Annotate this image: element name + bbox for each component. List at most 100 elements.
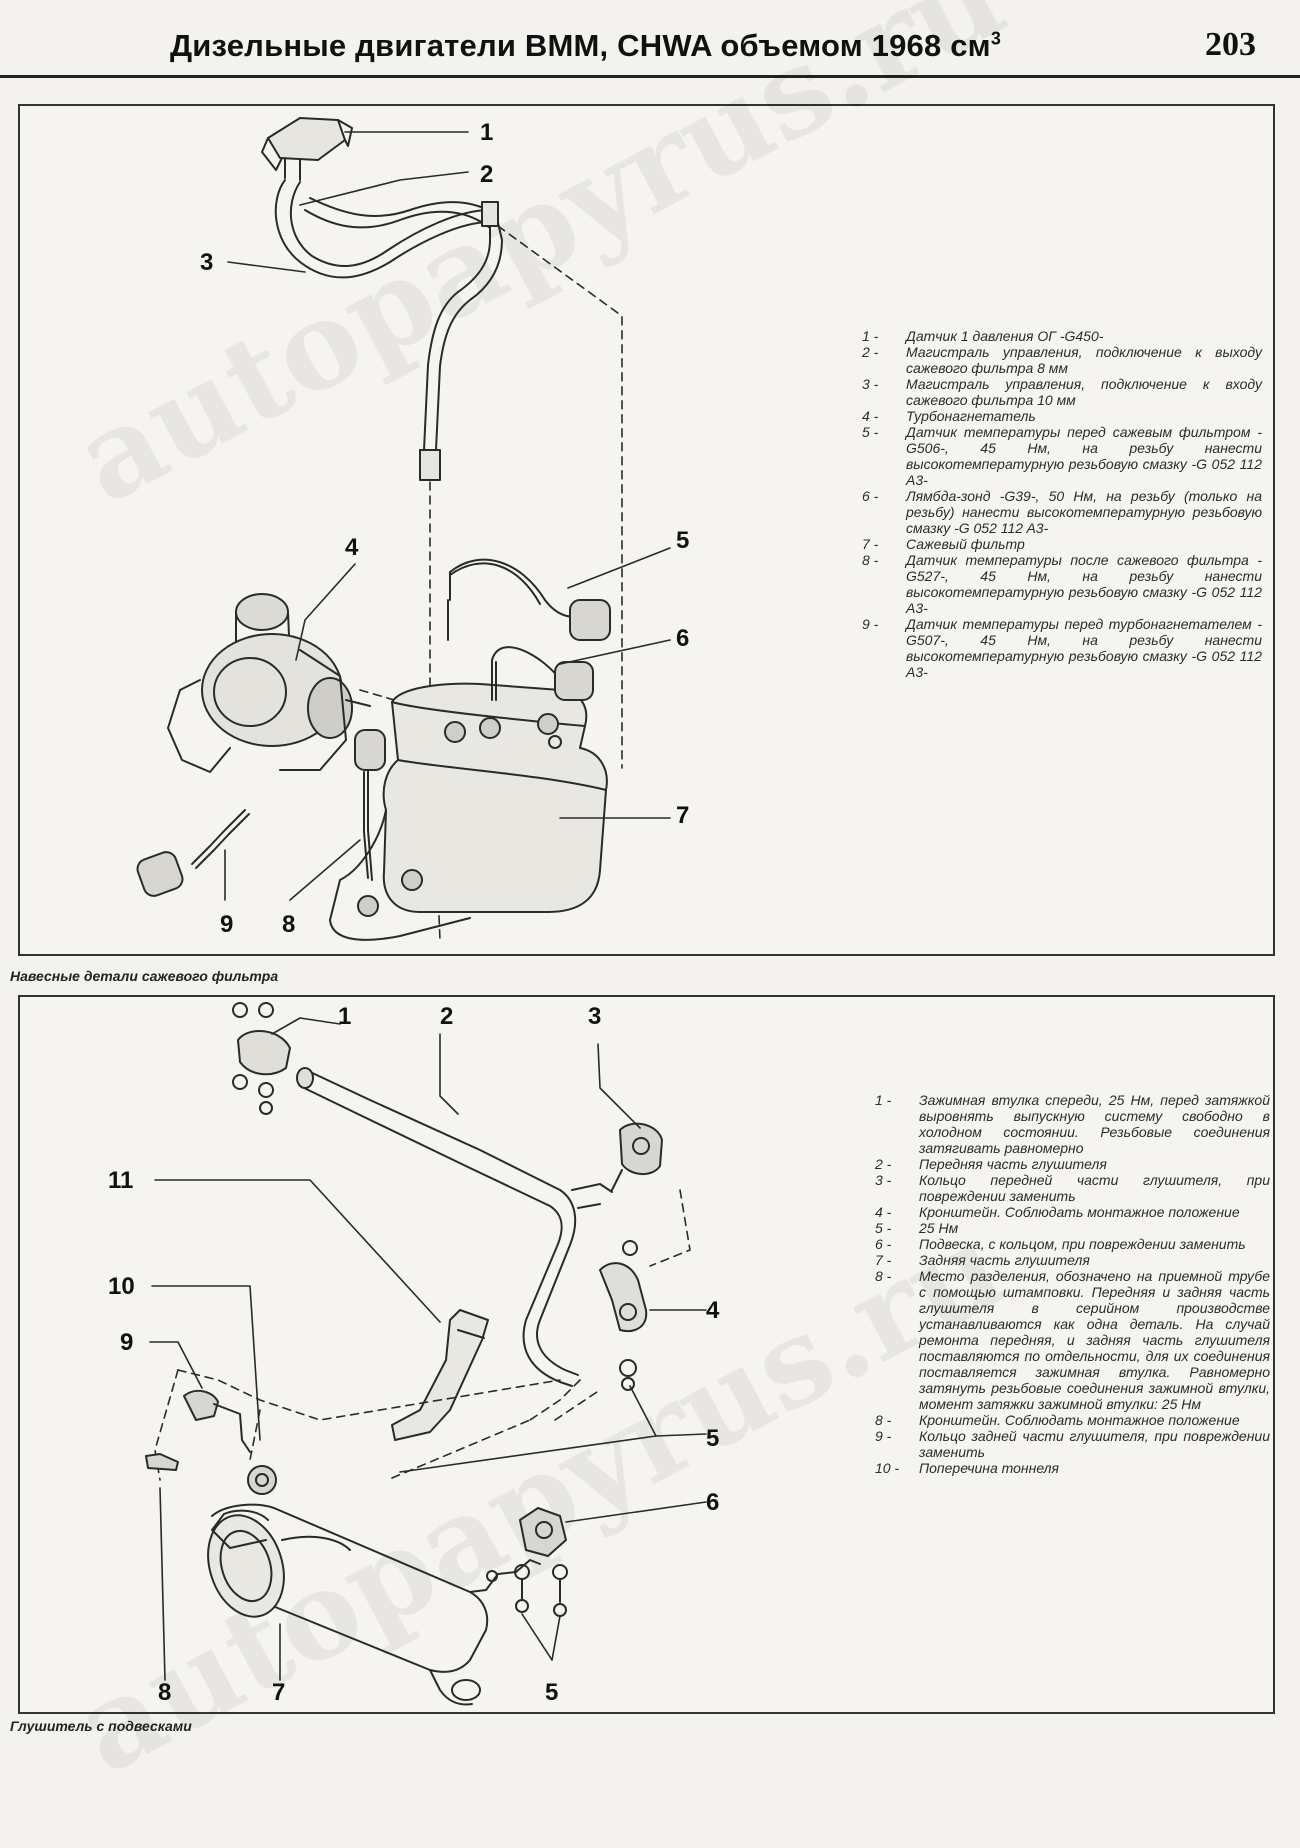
- legend-item-text: Зажимная втулка спереди, 25 Нм, перед за…: [919, 1092, 1270, 1156]
- legend-item-number: 2 -: [862, 344, 879, 360]
- callouts-bottom: 1 2 3 4 5 5 6 7 8 9 10 11: [108, 1003, 720, 1706]
- legend-item-text: Место разделения, обозначено на приемной…: [919, 1268, 1270, 1412]
- soot-filter-legend: 1 - Датчик 1 давления ОГ -G450- 2 - Магистр…: [862, 328, 1262, 680]
- callout-top-7: 7: [676, 802, 689, 829]
- callout-bottom-3: 3: [588, 1003, 601, 1030]
- callout-bottom-7: 7: [272, 1679, 285, 1706]
- temperature-sensor-g506-drawing: [447, 558, 611, 641]
- legend-item-text: Магистраль управления, подключение к вых…: [906, 344, 1262, 376]
- legend-item: 6 -Лямбда-зонд -G39-, 50 Нм, на резьбу (…: [862, 488, 1262, 536]
- legend-item: 4 - Кронштейн. Соблюдать монтажное положе…: [875, 1204, 1270, 1220]
- exhaust-pressure-sensor-drawing: [261, 117, 353, 181]
- legend-item-number: 8 -: [875, 1268, 892, 1284]
- legend-item-number: 6 -: [862, 488, 879, 504]
- callout-top-9: 9: [220, 911, 233, 938]
- soot-filter-drawing: [329, 682, 608, 941]
- legend-item-text: 25 Нм: [919, 1220, 959, 1236]
- legend-item-number: 1 -: [862, 328, 879, 344]
- legend-item: 7 - Задняя часть глушителя: [875, 1252, 1270, 1268]
- legend-item-text: Поперечина тоннеля: [919, 1460, 1060, 1476]
- legend-item: 3 - Кольцо передней части глушителя, при …: [875, 1172, 1270, 1204]
- callout-top-4: 4: [345, 534, 359, 561]
- dashed-guide-lines-bottom: [154, 1189, 691, 1481]
- legend-item-number: 3 -: [875, 1172, 892, 1188]
- callouts-top: 1 2 3 4 5 6 7 8 9: [200, 119, 689, 938]
- legend-item-text: Кронштейн. Соблюдать монтажное положение: [919, 1412, 1240, 1428]
- legend-item-text: Датчик температуры перед турбонагнетател…: [906, 616, 1262, 680]
- legend-item-number: 1 -: [875, 1092, 892, 1108]
- legend-item-number: 3 -: [862, 376, 879, 392]
- leader-lines-top: [224, 131, 671, 901]
- callout-top-2: 2: [480, 161, 493, 188]
- front-muffler-ring-drawing: [611, 1122, 663, 1191]
- legend-item-text: Кронштейн. Соблюдать монтажное положение: [919, 1204, 1240, 1220]
- callout-bottom-6: 6: [706, 1489, 719, 1516]
- turbocharger-drawing: [167, 593, 371, 773]
- callout-bottom-2: 2: [440, 1003, 453, 1030]
- rear-ring-9-drawing: [183, 1389, 251, 1453]
- legend-item: 10 -Поперечина тоннеля: [875, 1460, 1270, 1476]
- soot-filter-diagram-panel: [18, 104, 1275, 956]
- header-rule: [0, 75, 1300, 78]
- lambda-probe-drawing: [491, 646, 594, 701]
- legend-item-text: Сажевый фильтр: [906, 536, 1025, 552]
- muffler-caption: Глушитель с подвесками: [10, 1718, 192, 1734]
- callout-bottom-5b: 5: [545, 1679, 558, 1706]
- legend-item: 7 - Сажевый фильтр: [862, 536, 1262, 552]
- callout-bottom-10: 10: [108, 1273, 135, 1300]
- page-header-title: Дизельные двигатели BMM, CHWA объемом 19…: [170, 28, 1001, 64]
- legend-item-text: Датчик 1 давления ОГ -G450-: [906, 328, 1104, 344]
- temperature-sensor-g507-drawing: [136, 809, 250, 897]
- header-title-text: Дизельные двигатели BMM, CHWA объемом 19…: [170, 28, 991, 63]
- legend-item-number: 7 -: [862, 536, 879, 552]
- legend-item-number: 9 -: [862, 616, 879, 632]
- legend-item: 2 - Магистраль управления, подключение к …: [862, 344, 1262, 376]
- legend-item: 8 - Датчик температуры после сажевого фил…: [862, 552, 1262, 616]
- legend-item: 5 - 25 Нм: [875, 1220, 1270, 1236]
- legend-item-text: Кольцо передней части глушителя, при пов…: [919, 1172, 1270, 1204]
- separation-point-drawing: [145, 1453, 179, 1471]
- page-number: 203: [1205, 26, 1256, 63]
- legend-item: 5 -Датчик температуры перед сажевым филь…: [862, 424, 1262, 488]
- legend-item-number: 9 -: [875, 1428, 892, 1444]
- legend-item-text: Датчик температуры после сажевого фильтр…: [906, 552, 1262, 616]
- callout-bottom-8: 8: [158, 1679, 171, 1706]
- callout-bottom-1: 1: [338, 1003, 351, 1030]
- legend-item-number: 6 -: [875, 1236, 892, 1252]
- callout-bottom-5a: 5: [706, 1425, 719, 1452]
- legend-item: 1 - Датчик 1 давления ОГ -G450-: [862, 328, 1262, 344]
- legend-item: 2 -Передняя часть глушителя: [875, 1156, 1270, 1172]
- legend-item-text: Турбонагнетатель: [906, 408, 1036, 424]
- legend-item: 4 -Турбонагнетатель: [862, 408, 1262, 424]
- callout-top-3: 3: [200, 249, 213, 276]
- muffler-legend: 1 - Зажимная втулка спереди, 25 Нм, перед…: [875, 1092, 1270, 1476]
- legend-item-number: 5 -: [875, 1220, 892, 1236]
- callout-top-8: 8: [282, 911, 295, 938]
- legend-item-text: Задняя часть глушителя: [919, 1252, 1090, 1268]
- front-muffler-pipe-drawing: [296, 1067, 613, 1387]
- legend-item-text: Магистраль управления, подключение к вхо…: [906, 376, 1262, 408]
- control-lines-drawing: [274, 179, 503, 481]
- legend-item-number: 7 -: [875, 1252, 892, 1268]
- header-title-superscript: 3: [990, 28, 1002, 49]
- callout-top-6: 6: [676, 625, 689, 652]
- legend-item-number: 2 -: [875, 1156, 892, 1172]
- hanger-6-drawing: [486, 1507, 568, 1617]
- temperature-sensor-g527-drawing: [354, 729, 386, 881]
- legend-item: 8 - Кронштейн. Соблюдать монтажное положе…: [875, 1412, 1270, 1428]
- leader-lines-bottom: [149, 1017, 707, 1681]
- bracket-4-drawing: [599, 1240, 648, 1391]
- legend-item-number: 8 -: [862, 552, 879, 568]
- legend-item-number: 5 -: [862, 424, 879, 440]
- legend-item-text: Подвеска, с кольцом, при повреждении зам…: [919, 1236, 1246, 1252]
- legend-item-number: 4 -: [875, 1204, 892, 1220]
- legend-item-text: Кольцо задней части глушителя, при повре…: [919, 1428, 1270, 1460]
- front-clamp-sleeve-drawing: [232, 1002, 291, 1115]
- soot-filter-caption: Навесные детали сажевого фильтра: [10, 968, 279, 984]
- callout-top-5: 5: [676, 527, 689, 554]
- legend-item: 9 - Датчик температуры перед турбонагнета…: [862, 616, 1262, 680]
- callout-bottom-9: 9: [120, 1329, 133, 1356]
- rear-muffler-drawing: [207, 1503, 541, 1706]
- legend-item-number: 8 -: [875, 1412, 892, 1428]
